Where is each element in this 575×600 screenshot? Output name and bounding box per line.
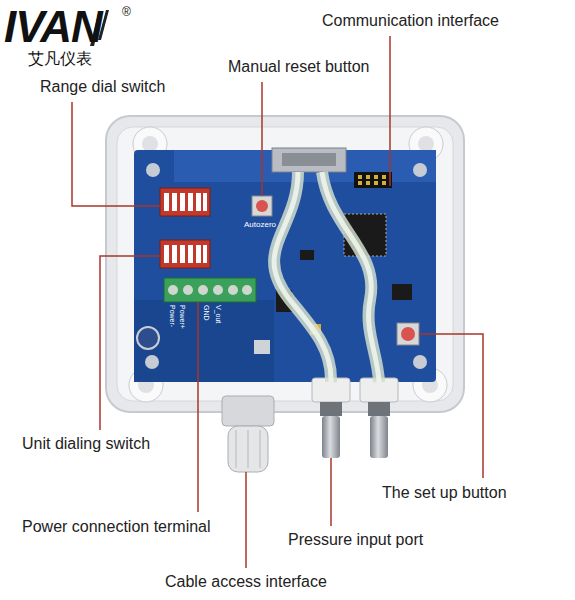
registered-mark: ®	[122, 6, 131, 20]
pcb-holes	[145, 163, 427, 369]
leader-line	[419, 334, 483, 478]
silkscreen-text: V_out	[214, 305, 222, 323]
callout-label: Cable access interface	[165, 573, 327, 591]
leader-line	[261, 82, 263, 196]
pressure-ports	[320, 402, 390, 458]
leader-line	[72, 102, 160, 206]
enclosure	[106, 116, 464, 412]
range-dip-switch	[160, 188, 210, 216]
enclosure-inner	[117, 127, 453, 401]
callout-label: Unit dialing switch	[22, 435, 150, 453]
unit-dip-switch	[160, 240, 210, 268]
terminal-block	[164, 278, 256, 302]
silkscreen-text: Power-	[168, 305, 176, 327]
pcb-lower-area	[134, 300, 274, 382]
pressure-tubes	[274, 172, 379, 382]
capacitor	[137, 327, 159, 349]
leader-line	[245, 472, 247, 568]
component	[254, 340, 270, 354]
reset-button	[252, 196, 272, 216]
callout-label: Range dial switch	[40, 78, 165, 96]
leader-line	[197, 302, 199, 512]
silkscreen-text: GND	[202, 305, 210, 321]
ic	[300, 250, 314, 260]
brand-chinese: 艾凡仪表	[28, 50, 92, 68]
silkscreen-text: Autozero	[244, 220, 276, 229]
silkscreen-text: Power+	[178, 305, 186, 329]
callout-label: Pressure input port	[288, 531, 423, 549]
leader-line	[389, 36, 391, 186]
cable-gland	[222, 396, 274, 472]
setup-button	[397, 323, 419, 345]
leader-line	[330, 458, 332, 526]
corner-posts	[129, 127, 447, 402]
callout-label: The set up button	[382, 484, 507, 502]
pcb-top-strip	[174, 150, 436, 182]
brand-logo: IVAN	[4, 2, 102, 53]
callout-label: Power connection terminal	[22, 518, 211, 536]
pin-header	[354, 172, 392, 188]
leader-line	[100, 256, 160, 430]
callout-label: Communication interface	[322, 12, 499, 30]
comm-connector	[272, 148, 346, 172]
ic	[392, 284, 412, 300]
callout-label: Manual reset button	[228, 58, 369, 76]
